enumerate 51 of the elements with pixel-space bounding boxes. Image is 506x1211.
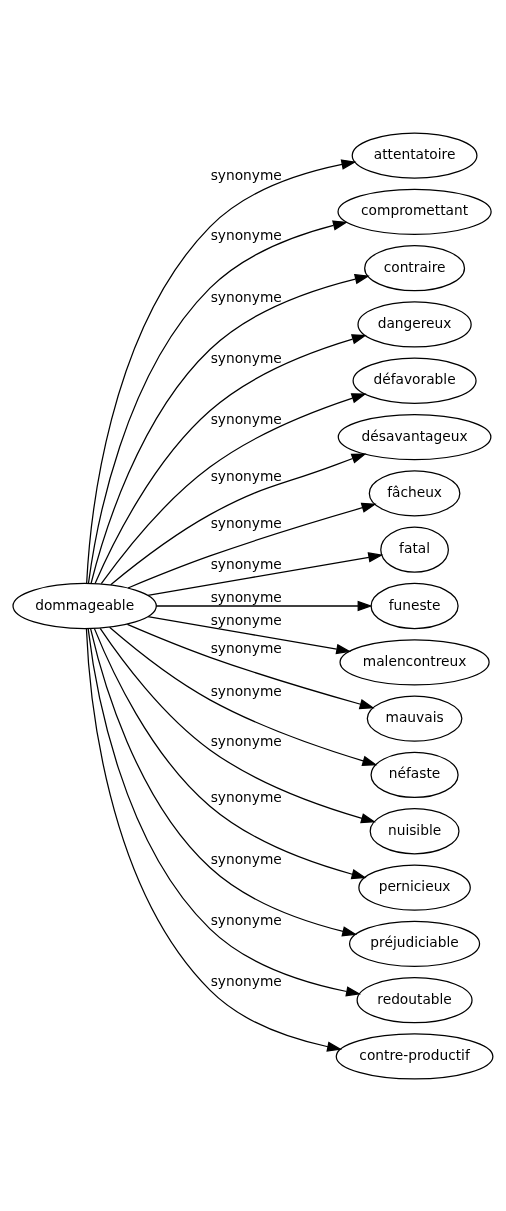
- node-ellipse: désavantageux: [337, 413, 492, 460]
- arrow: [85, 627, 343, 1052]
- node-ellipse: nuisible: [369, 807, 460, 854]
- node-ellipse: néfaste: [370, 751, 459, 798]
- edge-label: synonyme: [210, 555, 282, 572]
- arrow: [109, 626, 378, 766]
- edge-label: synonyme: [210, 288, 282, 305]
- edge-label: synonyme: [210, 514, 282, 531]
- arrow: [86, 158, 357, 584]
- edge-label: synonyme: [210, 467, 282, 484]
- edge-label: synonyme: [210, 611, 282, 628]
- edge-label: synonyme: [210, 850, 282, 867]
- node-ellipse: funeste: [370, 582, 459, 629]
- node-ellipse: compromettant: [337, 188, 492, 235]
- arrow: [147, 615, 352, 654]
- edge-label: synonyme: [210, 349, 282, 366]
- node-ellipse: malencontreux: [339, 638, 490, 685]
- edge-label: synonyme: [210, 732, 282, 749]
- edge-label: synonyme: [210, 788, 282, 805]
- arrow: [126, 623, 375, 709]
- arrow: [94, 333, 367, 584]
- node-ellipse: pernicieux: [358, 863, 471, 911]
- edge-label: synonyme: [210, 166, 282, 183]
- node-ellipse: préjudiciable: [348, 920, 481, 967]
- node-ellipse: fâcheux: [368, 469, 461, 517]
- arrow: [87, 219, 348, 584]
- arrow: [110, 453, 367, 585]
- arrow: [147, 551, 384, 596]
- arrow: [93, 627, 367, 879]
- arrow: [89, 627, 358, 936]
- node-ellipse: redoutable: [356, 976, 473, 1023]
- arrow: [155, 600, 373, 611]
- arrow: [90, 273, 370, 584]
- edge-label: synonyme: [210, 682, 282, 699]
- arrow: [87, 627, 362, 997]
- node-ellipse: contre-productif: [335, 1032, 494, 1080]
- node-ellipse: contraire: [364, 244, 466, 291]
- arrow: [99, 627, 376, 823]
- node-ellipse: dommageable: [12, 582, 157, 629]
- edge-label: synonyme: [210, 226, 282, 243]
- node-ellipse: mauvais: [366, 694, 463, 742]
- edge-label: synonyme: [210, 911, 282, 928]
- node-ellipse: fatal: [380, 526, 449, 573]
- node-ellipse: dangereux: [357, 300, 472, 348]
- node-ellipse: attentatoire: [351, 131, 478, 179]
- edge-label: synonyme: [210, 410, 282, 427]
- arrow: [100, 392, 367, 584]
- edge-label: synonyme: [210, 588, 282, 605]
- arrow: [127, 502, 377, 589]
- edge-label: synonyme: [210, 972, 282, 989]
- edge-label: synonyme: [210, 639, 282, 656]
